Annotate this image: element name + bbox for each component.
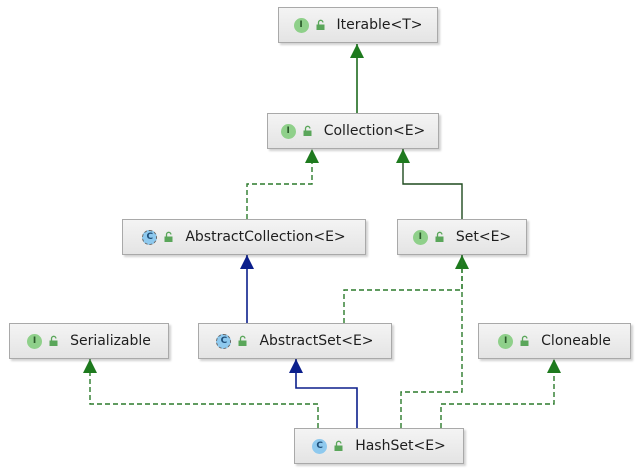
node-set[interactable]: I Set<E> bbox=[397, 219, 527, 255]
abstract-class-badge-icon: C bbox=[142, 229, 158, 245]
arrowhead-cloneable bbox=[547, 359, 561, 373]
unlock-icon bbox=[303, 125, 312, 136]
node-label: AbstractSet<E> bbox=[259, 333, 374, 349]
node-label: Cloneable bbox=[541, 333, 611, 349]
node-label: Set<E> bbox=[455, 229, 512, 245]
unlock-icon bbox=[435, 231, 444, 242]
unlock-icon bbox=[520, 335, 529, 346]
abstract-class-badge-icon: C bbox=[216, 333, 232, 349]
edge-abstractcollection-to-collection bbox=[246, 149, 313, 219]
interface-badge-icon: I bbox=[293, 17, 309, 33]
class-badge-icon: C bbox=[312, 438, 328, 454]
arrowhead-serializable bbox=[83, 359, 97, 373]
edge-hashset-to-serializable bbox=[89, 359, 319, 428]
edge-hashset-to-set bbox=[400, 255, 463, 428]
edge-abstractset-to-set bbox=[343, 255, 463, 323]
edge-set-to-collection bbox=[402, 149, 463, 219]
node-abstract-set[interactable]: C AbstractSet<E> bbox=[198, 323, 392, 359]
arrowhead-collection-right bbox=[396, 149, 410, 163]
node-label: AbstractCollection<E> bbox=[185, 229, 346, 245]
node-serializable[interactable]: I Serializable bbox=[9, 323, 169, 359]
unlock-icon bbox=[316, 19, 325, 30]
node-collection[interactable]: I Collection<E> bbox=[267, 113, 439, 149]
interface-badge-icon: I bbox=[498, 333, 514, 349]
node-cloneable[interactable]: I Cloneable bbox=[478, 323, 631, 359]
node-hashset[interactable]: C HashSet<E> bbox=[294, 428, 464, 464]
unlock-icon bbox=[238, 335, 247, 346]
unlock-icon bbox=[334, 440, 343, 451]
arrowhead-abstractset bbox=[289, 359, 303, 373]
interface-badge-icon: I bbox=[27, 333, 43, 349]
arrowhead-abstractcollection bbox=[240, 255, 254, 269]
node-iterable[interactable]: I Iterable<T> bbox=[278, 7, 438, 43]
interface-badge-icon: I bbox=[412, 229, 428, 245]
node-label: Iterable<T> bbox=[336, 17, 423, 33]
node-abstract-collection[interactable]: C AbstractCollection<E> bbox=[122, 219, 366, 255]
arrowhead-collection-left bbox=[305, 149, 319, 163]
node-label: Collection<E> bbox=[323, 123, 426, 139]
arrowhead-iterable bbox=[350, 44, 364, 58]
edge-hashset-to-cloneable bbox=[440, 359, 555, 428]
interface-badge-icon: I bbox=[280, 123, 296, 139]
edge-hashset-to-abstractset bbox=[295, 359, 358, 428]
node-label: Serializable bbox=[70, 333, 151, 349]
node-label: HashSet<E> bbox=[355, 438, 446, 454]
unlock-icon bbox=[164, 231, 173, 242]
unlock-icon bbox=[49, 335, 58, 346]
